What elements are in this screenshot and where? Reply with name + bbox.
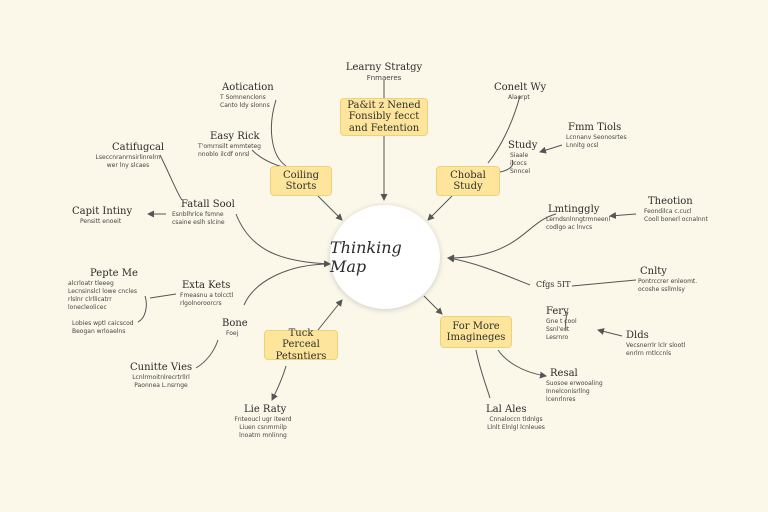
central-node[interactable]: Thinking Map	[330, 205, 440, 309]
sub-fatall-sool: Esnblhrlce fsmne csaine eslh slcine	[172, 211, 225, 227]
label-lie-raty: Lie Raty	[244, 404, 287, 415]
sub-dlds: Vecsnerrlr lclr slootl enrlrn rntlccnls	[626, 342, 686, 358]
label-cunitte-vies: Cunitte Vies	[130, 362, 193, 373]
sub-fmm-tiols: Lcnnanv Seonosrtes Lnnitg ocsl	[566, 134, 627, 150]
sub-learny-stratgy: Fnmaeres	[366, 74, 402, 82]
label-dlds: Dlds	[626, 330, 649, 341]
label-lal-ales: Lal Ales	[486, 404, 527, 415]
label-fery: Fery	[546, 306, 569, 317]
link-gp	[447, 255, 531, 286]
link-fatall	[235, 213, 331, 268]
label-learny-stratgy: Learny Stratgy	[345, 62, 423, 73]
sub-theotion: Feondilca c.cucl Cooll bonerl ocnalnnt	[644, 208, 708, 224]
link-lmtinggly	[447, 213, 557, 262]
label-capit-intiny: Capit Intiny	[72, 206, 133, 217]
sub-pepte-me: alcrloatr tleeeg Lecnsinslcl lowe cncles…	[68, 280, 138, 312]
label-pepte-me: Pepte Me	[90, 268, 138, 279]
sub-resal: Suosoe erwooaling Innelconisrllng lcenrl…	[546, 380, 603, 404]
node-top-box[interactable]: Pa&it z Nened Fonsibly fecct and Fetenti…	[340, 98, 428, 136]
sub-cnlty: Pontrccrer enleomt. ocoshe ssllmlsy	[638, 278, 698, 294]
label-gp-fit: Cfgs 5IT	[536, 280, 571, 289]
sub-lal-ales: Cnnaloccn tldnlgs Llnlt Elnlgl lcnleues	[487, 416, 545, 432]
link-left-upper	[317, 195, 343, 221]
sub-lie-raty: Fnteoucl ugr iteerd Liuen csnmrnilp lnoa…	[234, 416, 292, 440]
link-right-lower	[423, 295, 443, 315]
sub-capit-intiny: Pensitt enoeit	[80, 218, 122, 225]
label-resal: Resal	[550, 368, 578, 379]
label-bone: Bone	[222, 318, 248, 329]
node-chobal-study[interactable]: Chobal Study	[436, 166, 500, 196]
label-conelt-wy: Conelt Wy	[494, 82, 547, 93]
label-fmm-tiols: Fmm Tiols	[568, 122, 622, 133]
link-exta	[243, 263, 331, 306]
sub-conelt-wy: Alaorpt	[508, 94, 530, 101]
sub-exta-kets: Fmeasnu a tolcctl rlgolnoroorcrs	[180, 292, 234, 308]
node-coiling-starts[interactable]: Coiling Storts	[270, 166, 332, 196]
sub-lobies: Lobies wptl caicscod Beogan wrloaelns	[72, 320, 134, 336]
node-for-more[interactable]: For More Imagineges	[440, 316, 512, 348]
link-left-lower	[317, 299, 343, 331]
label-aotication: Aotication	[222, 82, 274, 93]
sub-easy-rick: T'omrnsilt emmteteg nnoblo ilcdf onrsl	[198, 143, 261, 159]
label-study: Study	[508, 140, 538, 151]
link-right-upper	[427, 195, 453, 221]
label-exta-kets: Exta Kets	[182, 280, 231, 291]
sub-catifugcal: Lseccnranrnsirlinrelrn wer lny slcaes	[95, 154, 161, 170]
sub-fery: Gne t cool Ssnl'est Lesrnro	[546, 318, 577, 342]
node-tuck-perceal[interactable]: Tuck Perceal Petsntiers	[264, 328, 338, 362]
label-cnlty: Cnlty	[640, 266, 667, 277]
label-catifugcal: Catifugcal	[112, 142, 165, 153]
label-theotion: Theotion	[648, 196, 693, 207]
sub-lmtinggly: Lerndsnlnngtrmneenl codlgo ac lnvcs	[546, 216, 611, 232]
label-fatall-sool: Fatall Sool	[181, 199, 235, 210]
sub-cunitte-vies: Lcnlrmoitnlrecrtrllrl Paonnea L.nsrnge	[132, 374, 190, 390]
sub-aotication: T Somnenclons Canto ldy slonns	[220, 94, 270, 110]
label-easy-rick: Easy Rick	[210, 131, 260, 142]
sub-study: Siaale ilcocs Snncel	[510, 152, 531, 176]
label-lmtinggly: Lmtinggly	[548, 204, 600, 215]
sub-bone: Foej	[226, 330, 239, 337]
